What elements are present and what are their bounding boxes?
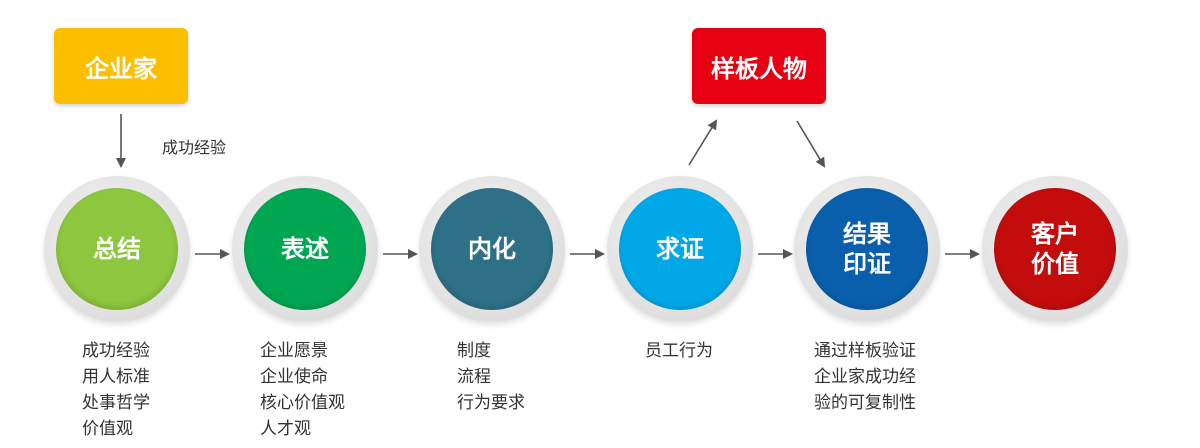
stage-circle-verify: 求证: [607, 176, 753, 322]
arrow-verify-to-role-model: [688, 119, 718, 166]
stage-desc-result-confirm: 通过样板验证 企业家成功经 验的可复制性: [814, 338, 916, 416]
stage-core: 求证: [619, 188, 741, 310]
desc-line: 用人标准: [82, 367, 150, 387]
stage-core: 结果 印证: [806, 188, 928, 310]
desc-line: 企业家成功经: [814, 367, 916, 387]
stage-desc-verify: 员工行为: [645, 338, 713, 364]
desc-line: 企业愿景: [260, 341, 328, 361]
stage-title-line2: 印证: [843, 250, 891, 278]
stage-circle-express: 表述: [232, 176, 378, 322]
desc-line: 价值观: [82, 419, 133, 439]
stage-title: 总结: [93, 235, 141, 263]
stage-desc-internalize: 制度 流程 行为要求: [457, 338, 525, 416]
desc-line: 流程: [457, 367, 491, 387]
desc-line: 验的可复制性: [814, 393, 916, 413]
desc-line: 制度: [457, 341, 491, 361]
stage-circle-result-confirm: 结果 印证: [794, 176, 940, 322]
stage-title: 表述: [281, 235, 329, 263]
stage-core: 表述: [244, 188, 366, 310]
stage-circle-summary: 总结: [44, 176, 190, 322]
stage-circle-customer-value: 客户 价值: [982, 176, 1128, 322]
desc-line: 核心价值观: [260, 393, 345, 413]
entrepreneur-label: 企业家: [85, 54, 157, 83]
stage-core: 总结: [56, 188, 178, 310]
role-model-label: 样板人物: [711, 54, 807, 83]
stage-core: 客户 价值: [994, 188, 1116, 310]
stage-desc-summary: 成功经验 用人标准 处事哲学 价值观: [82, 338, 150, 442]
stage-title: 求证: [656, 235, 704, 263]
arrow-role-model-to-result: [796, 120, 826, 168]
desc-line: 通过样板验证: [814, 341, 916, 361]
entrepreneur-box: 企业家: [54, 28, 188, 104]
desc-line: 企业使命: [260, 367, 328, 387]
stage-title-line1: 结果: [843, 220, 891, 248]
stage-title-line1: 客户: [1031, 220, 1079, 248]
desc-line: 成功经验: [82, 341, 150, 361]
desc-line: 员工行为: [645, 341, 713, 361]
role-model-box: 样板人物: [692, 28, 826, 104]
stage-desc-express: 企业愿景 企业使命 核心价值观 人才观: [260, 338, 345, 442]
desc-line: 处事哲学: [82, 393, 150, 413]
stage-circle-internalize: 内化: [419, 176, 565, 322]
stage-title: 内化: [468, 235, 516, 263]
desc-line: 人才观: [260, 419, 311, 439]
desc-line: 行为要求: [457, 393, 525, 413]
success-experience-label: 成功经验: [162, 138, 227, 157]
stage-core: 内化: [431, 188, 553, 310]
stage-title-line2: 价值: [1031, 250, 1079, 278]
